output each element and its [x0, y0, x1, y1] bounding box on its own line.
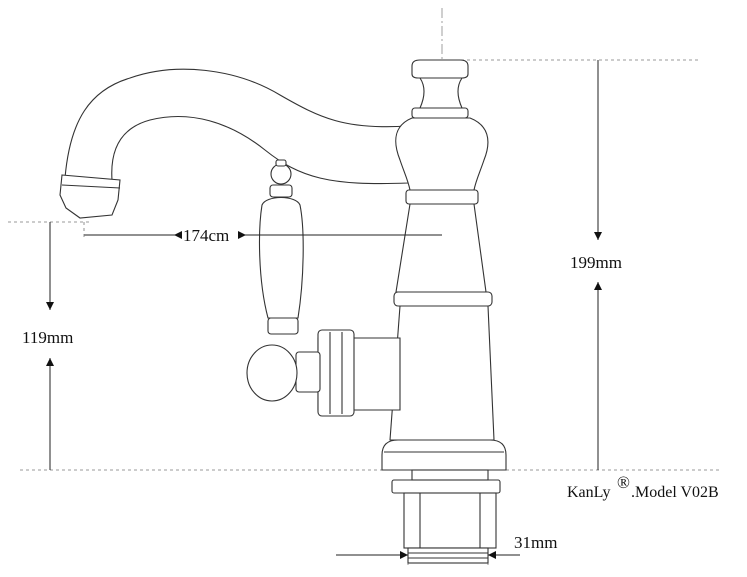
reference-lines: [8, 8, 720, 566]
lever-collar: [267, 317, 299, 335]
lever: [258, 196, 304, 319]
reach-label: 174cm: [183, 226, 229, 245]
upper-body: [395, 117, 489, 191]
faucet-body: [59, 59, 507, 564]
middle-ring: [393, 291, 493, 307]
handle-ball: [246, 344, 298, 402]
height-label: 199mm: [570, 253, 622, 272]
thread-end: [407, 547, 489, 564]
top-cap: [411, 59, 469, 79]
brand-caption: KanLy ® .Model V02B: [567, 473, 719, 501]
brand-name: KanLy: [567, 484, 611, 501]
handle-flange: [317, 329, 355, 417]
spout-height-label: 119mm: [22, 328, 73, 347]
aerator: [59, 174, 121, 219]
handle-connector: [295, 351, 321, 393]
lever-tip: [275, 159, 287, 167]
neck: [418, 77, 464, 109]
mounting-nut: [391, 479, 501, 494]
mounting-shank: [403, 492, 497, 549]
reach-dimension: 174cm: [83, 222, 442, 245]
height-dimension: 199mm: [570, 60, 622, 470]
lever-top-ring: [269, 184, 293, 198]
base: [381, 439, 507, 471]
thread-dimension: 31mm: [336, 533, 557, 559]
spout: [64, 68, 409, 185]
main-body: [395, 203, 487, 293]
spout-height-dimension: 119mm: [22, 222, 73, 470]
neck-collar: [411, 107, 469, 119]
lower-body: [389, 305, 495, 441]
registered-mark: ®: [617, 473, 630, 492]
model-name: .Model V02B: [631, 484, 719, 501]
mounting-washer: [411, 469, 489, 481]
thread-label: 31mm: [514, 533, 557, 552]
lever-top-knob: [270, 163, 292, 185]
upper-collar: [405, 189, 479, 205]
